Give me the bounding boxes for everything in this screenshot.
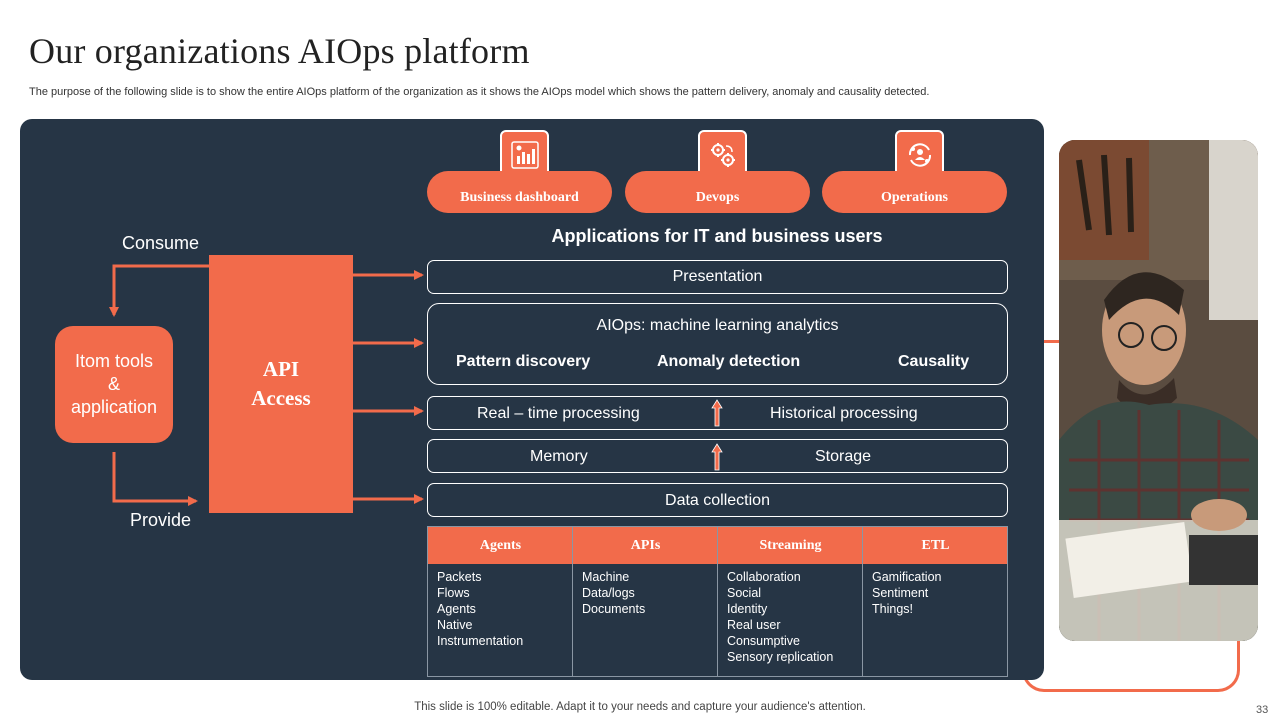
- list-item: Machine: [582, 570, 630, 584]
- list-item: Data/logs: [582, 586, 635, 600]
- bar-chart-icon: [500, 130, 549, 179]
- table-cell-streaming: Collaboration Social Identity Real user …: [727, 569, 867, 665]
- category-devops: Devops: [625, 171, 810, 213]
- category-business-dashboard: Business dashboard: [427, 171, 612, 213]
- up-arrow-icon: [711, 399, 723, 427]
- table-header-apis: APIs: [630, 537, 661, 553]
- page-number: 33: [1256, 704, 1269, 716]
- gears-icon: [698, 130, 747, 179]
- processing-layer: Real – time processing Historical proces…: [427, 396, 1008, 430]
- list-item: Collaboration: [727, 570, 801, 584]
- table-divider: [572, 527, 573, 676]
- list-item: Gamification: [872, 570, 942, 584]
- storage-label: Storage: [815, 448, 872, 465]
- applications-title: Applications for IT and business users: [551, 226, 883, 246]
- table-divider: [717, 527, 718, 676]
- data-collection-label: Data collection: [665, 492, 770, 509]
- anomaly-detection-label: Anomaly detection: [657, 353, 801, 370]
- collection-layer: Data collection: [427, 483, 1008, 517]
- man-at-desk-photo: [1059, 140, 1258, 641]
- decorative-connector: [1044, 340, 1060, 343]
- category-operations: Operations: [822, 171, 1007, 213]
- realtime-processing-label: Real – time processing: [477, 405, 640, 422]
- provide-arrow: [112, 452, 198, 506]
- table-header-etl: ETL: [921, 537, 950, 553]
- table-cell-etl: Gamification Sentiment Things!: [872, 569, 1012, 617]
- list-item: Consumptive: [727, 634, 800, 648]
- historical-processing-label: Historical processing: [770, 405, 918, 422]
- presentation-label: Presentation: [672, 268, 763, 285]
- list-item: Agents: [437, 602, 476, 616]
- list-item: Sentiment: [872, 586, 929, 600]
- up-arrow-icon: [711, 443, 723, 471]
- list-item: Social: [727, 586, 762, 600]
- slide-subtitle: The purpose of the following slide is to…: [29, 86, 930, 98]
- list-item: Instrumentation: [437, 634, 524, 648]
- list-item: Things!: [872, 602, 913, 616]
- pattern-discovery-label: Pattern discovery: [456, 353, 591, 370]
- analytics-layer: AIOps: machine learning analytics Patter…: [427, 303, 1008, 385]
- consume-arrow: [109, 264, 209, 317]
- list-item: Sensory replication: [727, 650, 834, 664]
- list-item: Real user: [727, 618, 781, 632]
- data-sources-table: Agents APIs Streaming ETL Packets Flows …: [427, 526, 1008, 677]
- table-cell-agents: Packets Flows Agents Native Instrumentat…: [437, 569, 577, 649]
- consume-label: Consume: [122, 233, 200, 253]
- list-item: Packets: [437, 570, 482, 584]
- itom-line-3: application: [70, 397, 158, 417]
- memory-label: Memory: [530, 448, 588, 465]
- storage-layer: Memory Storage: [427, 439, 1008, 473]
- table-divider: [862, 527, 863, 676]
- list-item: Documents: [582, 602, 646, 616]
- footer-note: This slide is 100% editable. Adapt it to…: [414, 701, 866, 713]
- api-line-1: API: [262, 357, 300, 381]
- analytics-title: AIOps: machine learning analytics: [596, 317, 839, 334]
- cycle-people-icon: [895, 130, 944, 179]
- list-item: Flows: [437, 586, 470, 600]
- table-cell-apis: Machine Data/logs Documents: [582, 569, 722, 617]
- presentation-layer: Presentation: [427, 260, 1008, 294]
- causality-label: Causality: [898, 353, 970, 370]
- api-line-2: Access: [251, 386, 311, 410]
- slide-title: Our organizations AIOps platform: [29, 31, 530, 71]
- table-header-streaming: Streaming: [759, 537, 822, 553]
- table-header-agents: Agents: [479, 537, 522, 553]
- itom-line-1: Itom tools: [74, 351, 154, 371]
- list-item: Native: [437, 618, 473, 632]
- provide-label: Provide: [130, 510, 192, 530]
- list-item: Identity: [727, 602, 768, 616]
- itom-line-2: &: [107, 374, 120, 394]
- itom-tools-box: Itom tools & application: [55, 326, 173, 443]
- api-access-box: API Access: [209, 255, 353, 513]
